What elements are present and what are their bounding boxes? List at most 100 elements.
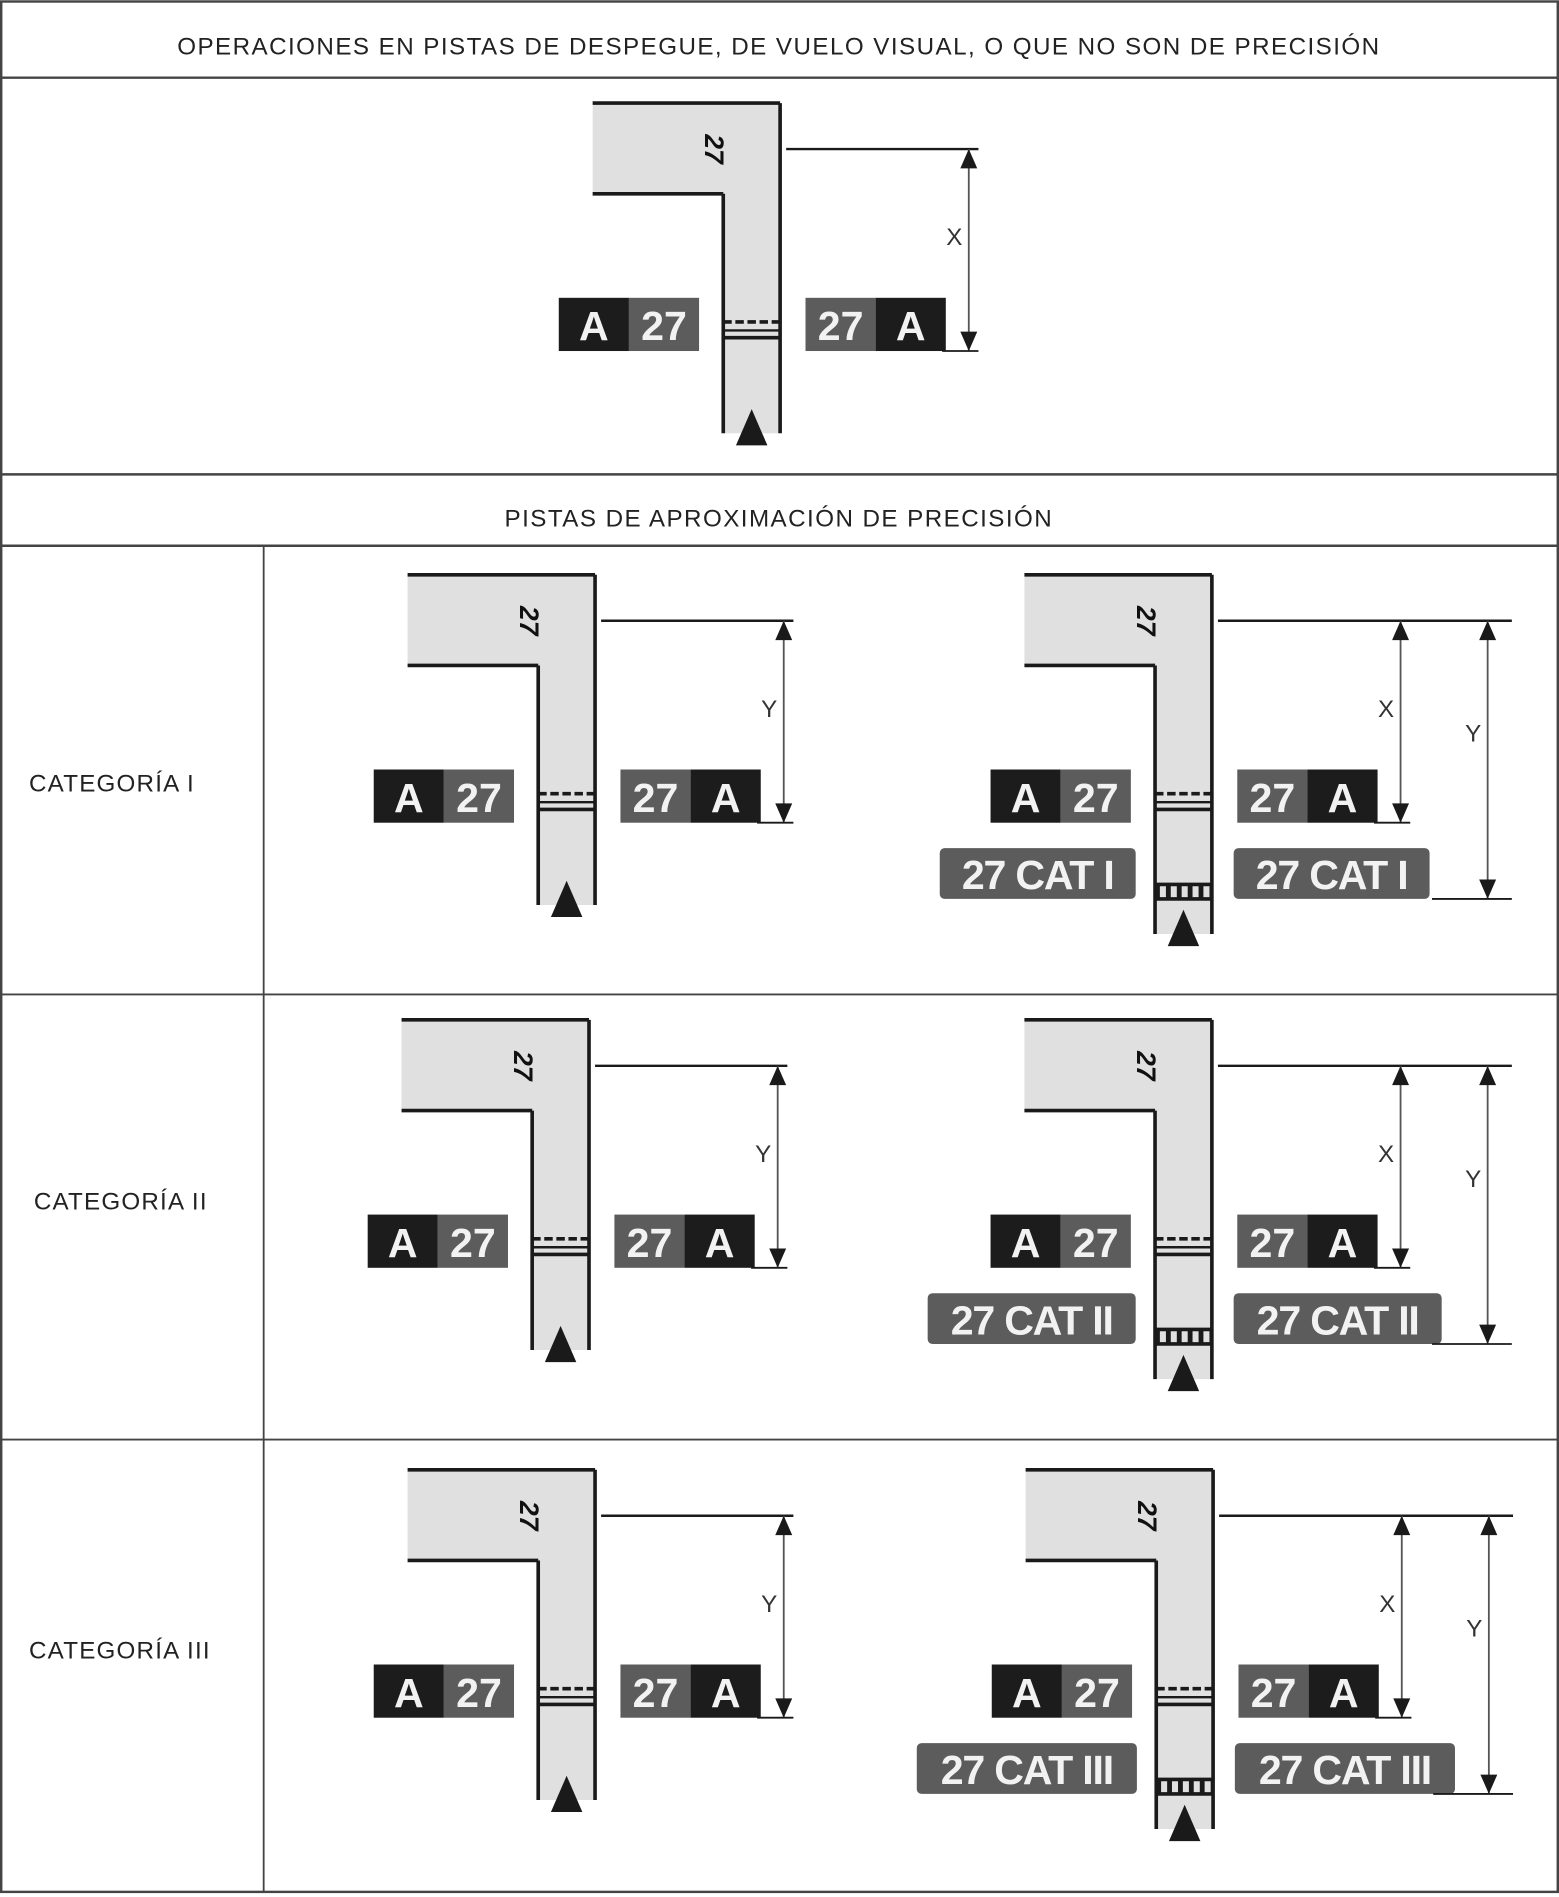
sign-panel bbox=[990, 769, 1061, 823]
cat-sign-left: 27 CAT II bbox=[927, 1293, 1136, 1344]
dimension-label: Y bbox=[761, 1591, 777, 1618]
sign-text: 27 bbox=[1073, 1220, 1119, 1266]
sign-panel bbox=[1233, 1293, 1442, 1344]
cat-sign-right: 27 CAT II bbox=[1233, 1293, 1442, 1344]
arrowhead-icon bbox=[960, 149, 978, 169]
sign-panel bbox=[684, 1214, 755, 1268]
non-precision-heading: OPERACIONES EN PISTAS DE DESPEGUE, DE VU… bbox=[177, 34, 1380, 61]
holding-position-sign-right: 27 A bbox=[620, 1664, 761, 1718]
precision-heading: PISTAS DE APROXIMACIÓN DE PRECISIÓN bbox=[505, 505, 1054, 532]
arrowhead-icon bbox=[1392, 1248, 1410, 1268]
runway-designator: 27 bbox=[1131, 605, 1161, 637]
sign-text: A bbox=[896, 303, 926, 349]
runway-designator: 27 bbox=[1132, 1500, 1162, 1532]
arrowhead-icon bbox=[775, 1515, 793, 1536]
arrowhead-icon bbox=[1393, 1698, 1411, 1718]
runway-designator: 27 bbox=[508, 1050, 538, 1082]
holding-position-marking-pattern-b bbox=[1156, 1777, 1214, 1796]
sign-text: A bbox=[1012, 1670, 1042, 1716]
taxiway-runway-shape bbox=[401, 1019, 590, 1351]
sign-text: 27 bbox=[450, 1220, 496, 1266]
row-label-cat-ii: CATEGORÍA II bbox=[34, 1189, 208, 1216]
sign-panel bbox=[1233, 848, 1430, 899]
sign-panel bbox=[916, 1743, 1137, 1794]
row-label-cat-i: CATEGORÍA I bbox=[29, 770, 195, 797]
cat-sign-left: 27 CAT I bbox=[939, 848, 1136, 899]
holding-position-sign-right: 27 A bbox=[614, 1214, 755, 1268]
direction-arrow-icon bbox=[735, 409, 768, 446]
arrowhead-icon bbox=[1393, 1515, 1411, 1536]
arrowhead-icon bbox=[769, 1248, 787, 1268]
arrowhead-icon bbox=[1392, 803, 1410, 823]
sign-text: 27 bbox=[627, 1220, 673, 1266]
sign-panel bbox=[558, 297, 629, 352]
holding-position-sign-left: A 27 bbox=[558, 297, 700, 352]
sign-panel bbox=[1307, 769, 1378, 823]
sign-text: 27 bbox=[818, 303, 864, 349]
sign-text: A bbox=[1328, 1220, 1358, 1266]
sign-text: A bbox=[579, 303, 609, 349]
arrowhead-icon bbox=[769, 1065, 787, 1086]
arrowhead-icon bbox=[775, 1698, 793, 1718]
holding-position-marking-pattern-a bbox=[538, 1686, 596, 1707]
direction-arrow-icon bbox=[1167, 909, 1200, 947]
sign-text: 27 bbox=[1249, 775, 1295, 821]
cat-sign-text: 27 CAT II bbox=[951, 1297, 1113, 1343]
arrowhead-icon bbox=[1479, 620, 1497, 641]
sign-panel bbox=[1237, 1214, 1308, 1268]
holding-position-marking-pattern-a bbox=[1155, 791, 1212, 812]
sign-panel bbox=[990, 1214, 1061, 1268]
direction-arrow-icon bbox=[550, 1775, 583, 1813]
direction-arrow-icon bbox=[550, 880, 583, 918]
sign-panel bbox=[805, 297, 876, 352]
sign-panel bbox=[620, 1664, 691, 1718]
sign-text: A bbox=[705, 1220, 735, 1266]
sign-text: 27 bbox=[633, 1670, 679, 1716]
arrowhead-icon bbox=[775, 620, 793, 641]
row-label-cat-iii: CATEGORÍA III bbox=[29, 1637, 211, 1664]
sign-text: A bbox=[711, 1670, 741, 1716]
holding-position-marking-pattern-a bbox=[532, 1236, 590, 1257]
sign-panel bbox=[1307, 1214, 1378, 1268]
sign-panel bbox=[1060, 769, 1131, 823]
arrowhead-icon bbox=[1480, 1515, 1498, 1536]
sign-text: 27 bbox=[641, 303, 687, 349]
taxiway-runway-shape bbox=[407, 1469, 596, 1800]
sign-text: A bbox=[394, 775, 424, 821]
cat-sign-text: 27 CAT III bbox=[1259, 1747, 1431, 1793]
arrowhead-icon bbox=[1480, 1774, 1498, 1794]
sign-text: 27 bbox=[633, 775, 679, 821]
holding-position-sign-right: 27 A bbox=[805, 297, 946, 352]
sign-panel bbox=[443, 769, 515, 823]
holding-position-marking-pattern-b bbox=[1155, 882, 1212, 901]
runway-designator: 27 bbox=[1131, 1050, 1161, 1082]
sign-text: 27 bbox=[456, 775, 502, 821]
cat-sign-text: 27 CAT II bbox=[1257, 1297, 1419, 1343]
sign-text: A bbox=[394, 1670, 424, 1716]
holding-position-marking-pattern-a bbox=[723, 320, 781, 340]
sign-panel bbox=[875, 297, 946, 352]
cat-sign-text: 27 CAT I bbox=[962, 852, 1114, 898]
sign-text: A bbox=[711, 775, 741, 821]
direction-arrow-icon bbox=[544, 1325, 577, 1363]
dimension-label: Y bbox=[1466, 1616, 1482, 1643]
sign-panel bbox=[628, 297, 700, 352]
arrowhead-icon bbox=[1479, 879, 1497, 899]
sign-panel bbox=[1060, 1214, 1131, 1268]
sign-panel bbox=[373, 769, 444, 823]
dimension-label: Y bbox=[1465, 1166, 1481, 1193]
sign-panel bbox=[437, 1214, 508, 1268]
holding-position-sign-left: A 27 bbox=[373, 1664, 515, 1718]
sign-panel bbox=[1238, 1664, 1309, 1718]
sign-panel bbox=[1234, 1743, 1455, 1794]
sign-text: 27 bbox=[456, 1670, 502, 1716]
sign-text: A bbox=[1329, 1670, 1359, 1716]
